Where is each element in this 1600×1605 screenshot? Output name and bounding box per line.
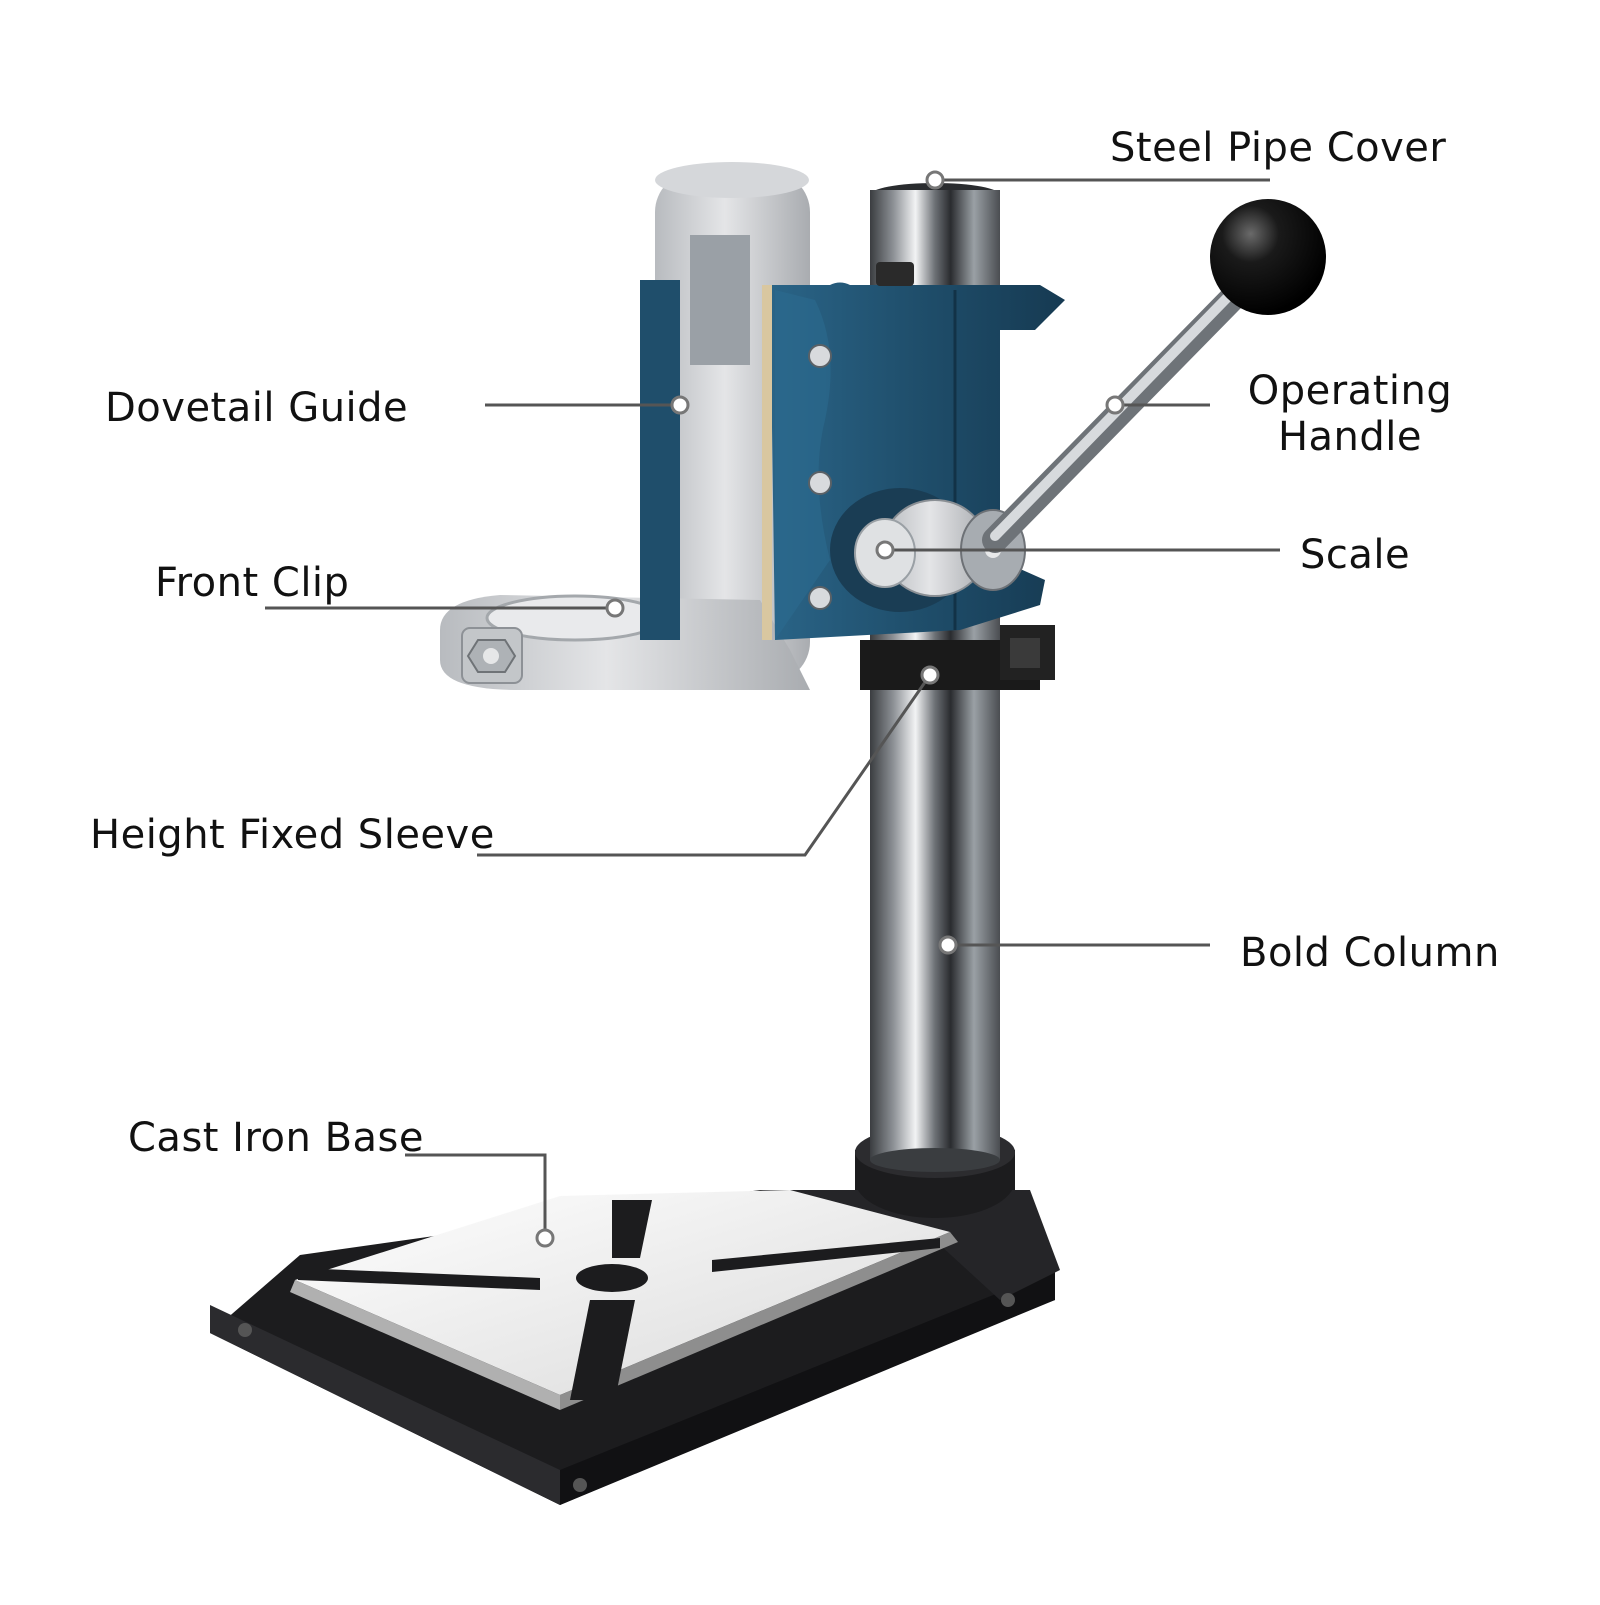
label-bold-column: Bold Column (1240, 930, 1500, 976)
label-dovetail-guide: Dovetail Guide (105, 385, 409, 431)
leader-height-fixed-sleeve (477, 674, 932, 857)
label-operating-handle: Operating Handle (1235, 368, 1465, 460)
base-plate (238, 1190, 1015, 1492)
leader-dots (535, 170, 1125, 1248)
label-operating-handle-line1: Operating (1247, 368, 1453, 414)
label-height-fixed-sleeve: Height Fixed Sleeve (90, 812, 495, 858)
label-operating-handle-line2: Handle (1277, 414, 1423, 460)
leader-lines (265, 178, 1280, 1238)
height-fixed-sleeve (860, 625, 1055, 690)
leader-cast-iron-base (405, 1153, 547, 1238)
label-scale: Scale (1300, 532, 1411, 578)
label-cast-iron-base: Cast Iron Base (128, 1115, 424, 1161)
label-front-clip: Front Clip (155, 560, 350, 606)
front-clip (440, 594, 810, 690)
steel-pipe-cover (870, 183, 1000, 210)
label-steel-pipe-cover: Steel Pipe Cover (1110, 125, 1447, 171)
